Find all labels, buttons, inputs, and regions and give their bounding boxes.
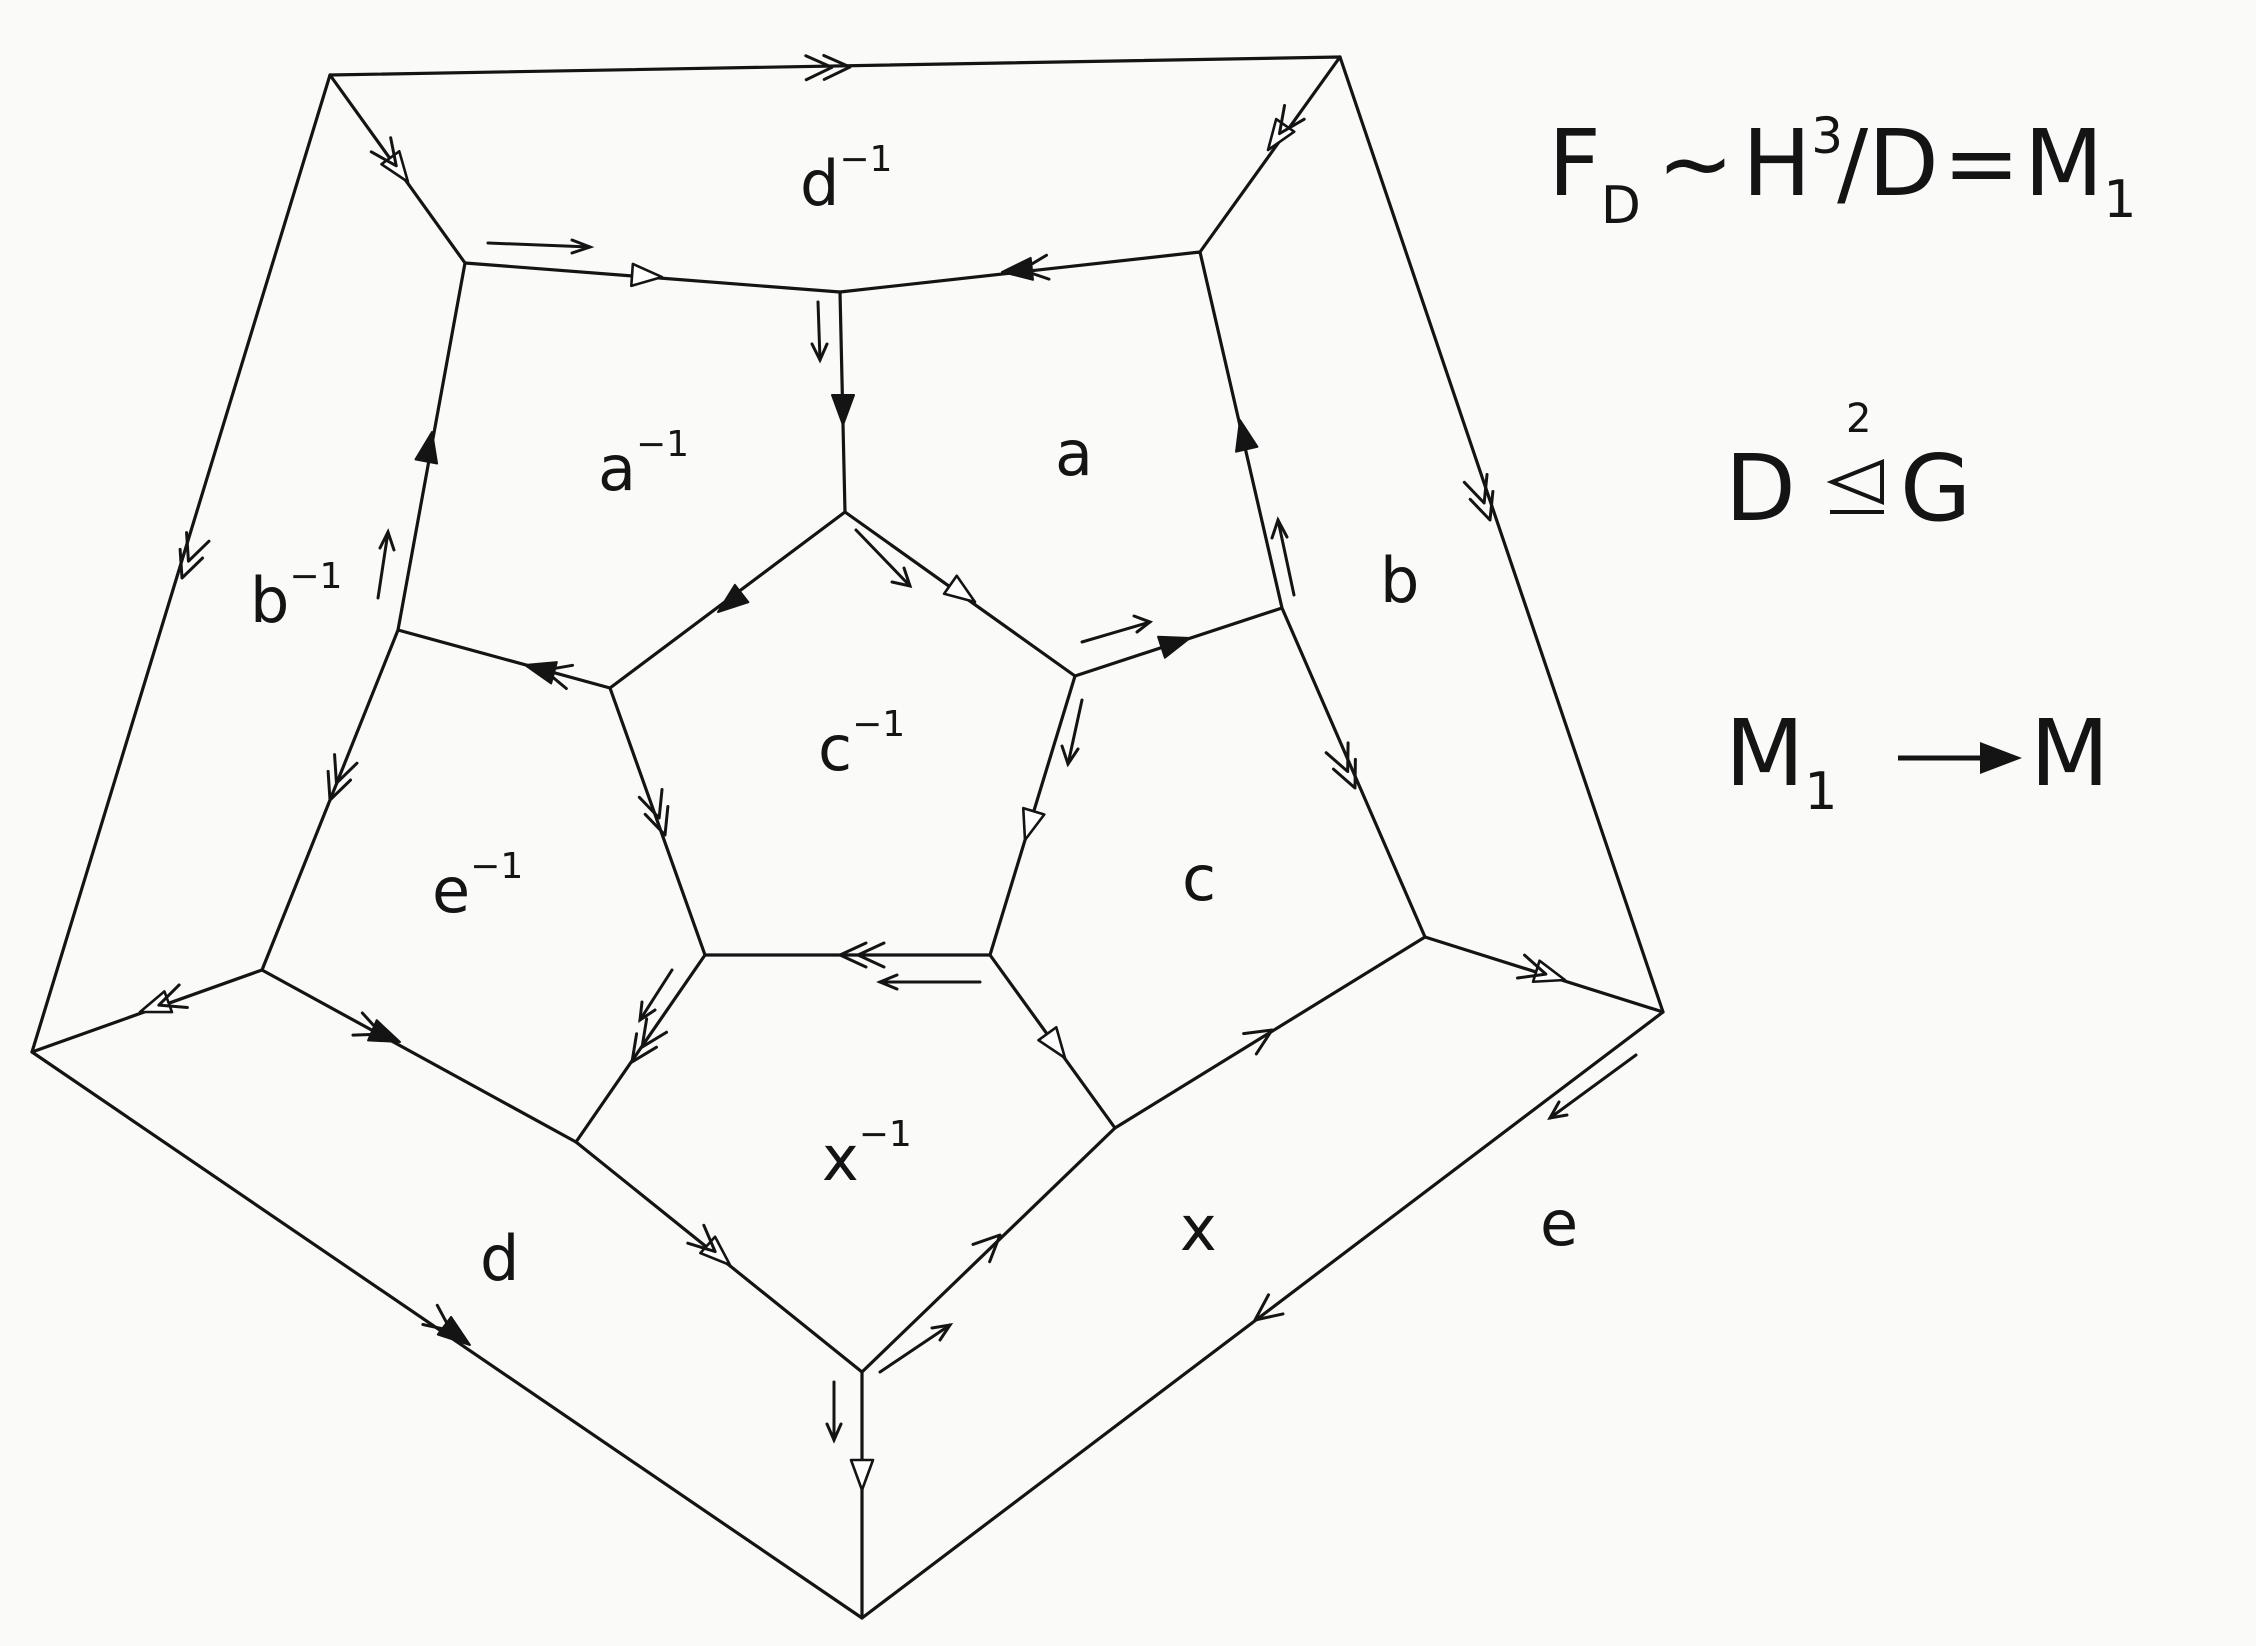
normal-subgroup-icon — [1826, 459, 1884, 505]
label-a-inv: a−1 — [598, 424, 689, 505]
arrow-inner-top-left — [717, 583, 750, 613]
arrow-spoke-inner-top — [831, 394, 855, 426]
arrow-outer-bottom-left — [421, 1303, 471, 1346]
formula-d: D — [1725, 435, 1796, 542]
arrow-ring-lower-left — [351, 1011, 401, 1043]
tick-inner-right — [1060, 698, 1084, 768]
arrow-ring-bottom-right-2 — [971, 1233, 1002, 1264]
label-b-inv: b−1 — [250, 556, 342, 637]
arrow-spoke-l — [138, 983, 189, 1014]
label-x-inv: x−1 — [822, 1114, 912, 1195]
formula-index: 2 — [1846, 396, 1871, 442]
arrowheads — [138, 53, 1567, 1492]
label-d: d — [480, 1222, 519, 1295]
tick-bottom-right — [878, 1322, 954, 1374]
arrow-spoke-inner-left — [524, 661, 575, 690]
tick-inner-diag — [854, 528, 913, 589]
label-a: a — [1055, 417, 1093, 490]
formulas: FD~H3/D=M1 D 2 G M1 M — [1548, 107, 2136, 822]
face-labels: d−1 a−1 a b−1 b c−1 e−1 c x−1 d x — [250, 139, 1578, 1295]
tick-top-left — [486, 238, 595, 255]
formula-covering: M1 M — [1725, 700, 2109, 822]
arrow-outer-left — [178, 531, 211, 580]
arrow-ring-right-upper — [1235, 419, 1259, 453]
tick-left-spoke — [376, 528, 396, 600]
arrow-spoke-inner-bottom-right — [1037, 1025, 1067, 1060]
tick-arrows — [376, 238, 1638, 1444]
arrow-inner-left — [637, 787, 670, 837]
formula-g: G — [1900, 435, 1971, 542]
arrow-spoke-tl — [369, 136, 410, 184]
arrow-spoke-b — [849, 1458, 875, 1492]
formula-m1: M1 — [1725, 700, 1837, 822]
spoke-inner-bottom-left — [574, 953, 707, 1144]
tick-outer-right — [1547, 1053, 1638, 1121]
edges — [30, 55, 1665, 1620]
tick-inner-top — [810, 300, 829, 364]
arrow-spoke-tr — [1266, 103, 1306, 152]
arrow-ring-bottom-right — [1242, 1028, 1274, 1056]
tick-right-spoke — [1080, 614, 1154, 644]
arrow-outer-top — [804, 53, 852, 82]
arrow-outer-bottom-right — [1253, 1293, 1285, 1322]
arrow-inner-top-right — [942, 574, 977, 604]
label-e-inv: e−1 — [432, 846, 523, 927]
arrow-spoke-inner-bottom-left — [630, 1017, 669, 1064]
spoke-inner-left — [396, 628, 612, 690]
formula-normal-subgroup: D 2 G — [1725, 396, 1971, 542]
formula-fundamental-domain: FD~H3/D=M1 — [1548, 107, 2136, 236]
tick-inner-left-bottom — [638, 968, 674, 1024]
arrow-inner-right — [1021, 806, 1046, 842]
arrow-spoke-inner-right — [1157, 635, 1191, 659]
arrow-ring-right-lower — [1324, 741, 1357, 790]
label-e: e — [1540, 1187, 1578, 1260]
formula-m: M — [2030, 700, 2109, 807]
outer-pentagon — [30, 55, 1665, 1620]
arrow-ring-bottom-left — [686, 1223, 732, 1267]
tick-bottom-spoke — [825, 1380, 843, 1444]
label-d-inv: d−1 — [800, 139, 892, 220]
arrow-ring-left-lower — [326, 753, 359, 802]
tick-right-ring — [1270, 516, 1296, 597]
label-b: b — [1380, 544, 1419, 617]
arrow-inner-bottom — [838, 941, 886, 969]
tick-inner-bottom — [876, 973, 982, 991]
label-c-inv: c−1 — [818, 704, 905, 785]
arrow-outer-right — [1462, 472, 1495, 522]
label-c: c — [1182, 842, 1216, 915]
arrow-spoke-r — [1516, 953, 1567, 984]
arrow-right-icon — [1980, 742, 2022, 774]
inner-pentagon — [608, 510, 1077, 957]
label-x: x — [1180, 1192, 1217, 1265]
arrow-ring-top-right — [1001, 253, 1051, 281]
spoke-top-right — [1198, 55, 1342, 254]
arrow-ring-left-upper — [414, 431, 439, 465]
arrow-ring-top-left — [630, 262, 664, 288]
